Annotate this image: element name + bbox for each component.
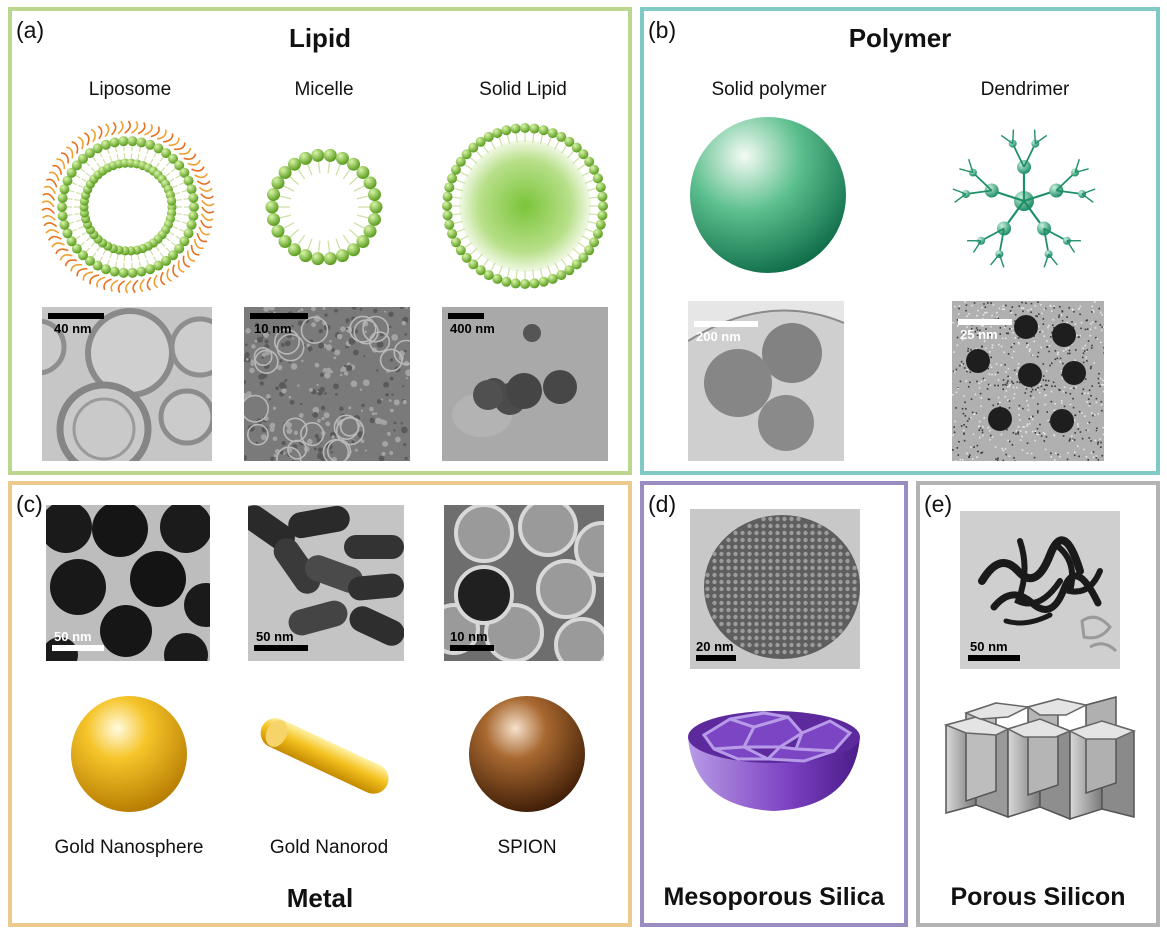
- label-dendrimer: Dendrimer: [980, 79, 1070, 100]
- scale-bar-spion: [450, 645, 494, 651]
- label-solid-polymer: Solid polymer: [711, 79, 827, 100]
- solid-lipid-icon: [442, 123, 608, 289]
- gold-sphere-icon: [70, 695, 188, 813]
- scale-label-porous-silicon: 50 nm: [970, 639, 1008, 654]
- scale-label-spion: 10 nm: [450, 629, 488, 644]
- panel-porous-silicon: (e) 50 nm: [916, 481, 1160, 927]
- liposome-icon: [38, 117, 218, 297]
- dendrimer-icon: [944, 121, 1104, 281]
- panel-label-a: (a): [16, 17, 45, 43]
- scale-label-gold-nanorod: 50 nm: [256, 629, 294, 644]
- scale-bar-solid-lipid: [448, 313, 484, 319]
- label-micelle: Micelle: [294, 79, 354, 100]
- scale-bar-dendrimer: [958, 319, 1012, 325]
- panel-metal: (c) 50 nm: [8, 481, 632, 927]
- panel-label-b: (b): [648, 17, 677, 43]
- label-gold-nanorod: Gold Nanorod: [269, 837, 389, 858]
- panel-title-mesoporous-silica: Mesoporous Silica: [663, 883, 885, 911]
- porous-silicon-honeycomb-icon: [936, 695, 1146, 821]
- label-spion: SPION: [497, 837, 557, 858]
- tem-solid-lipid: 400 nm: [442, 307, 608, 461]
- mesoporous-hemisphere-icon: [684, 703, 864, 813]
- scale-bar-gold-nanosphere: [52, 645, 104, 651]
- scale-label-dendrimer: 25 nm: [960, 327, 998, 342]
- panel-title-polymer: Polymer: [848, 23, 952, 53]
- polymer-sphere-icon: [688, 115, 848, 275]
- scale-label-mesoporous: 20 nm: [696, 639, 734, 654]
- tem-spion: 10 nm: [444, 505, 604, 661]
- scale-bar-solid-polymer: [694, 321, 758, 327]
- label-liposome: Liposome: [88, 79, 172, 100]
- panel-mesoporous-silica: (d) 20 nm Mesoporous Silica: [640, 481, 908, 927]
- scale-bar-porous-silicon: [968, 655, 1020, 661]
- tem-gold-nanorod: 50 nm: [248, 505, 404, 661]
- spion-sphere-icon: [468, 695, 586, 813]
- tem-dendrimer: 25 nm: [952, 301, 1104, 461]
- panel-polymer: (b) Polymer Solid polymer Dendrimer 200 …: [640, 7, 1160, 475]
- scale-bar-liposome: [48, 313, 104, 319]
- panel-label-e: (e): [924, 491, 953, 517]
- scale-bar-gold-nanorod: [254, 645, 308, 651]
- panel-label-d: (d): [648, 491, 677, 517]
- panel-label-c: (c): [16, 491, 43, 517]
- tem-gold-nanosphere: 50 nm: [46, 505, 210, 661]
- scale-bar-micelle: [250, 313, 308, 319]
- scale-bar-mesoporous: [696, 655, 736, 661]
- panel-title-porous-silicon: Porous Silicon: [950, 883, 1126, 911]
- scale-label-micelle: 10 nm: [254, 321, 292, 336]
- tem-liposome: 40 nm: [42, 307, 212, 461]
- tem-solid-polymer: 200 nm: [688, 301, 844, 461]
- label-gold-nanosphere: Gold Nanosphere: [54, 837, 204, 858]
- scale-label-solid-polymer: 200 nm: [696, 329, 741, 344]
- gold-rod-icon: [250, 705, 400, 805]
- tem-micelle: 10 nm: [244, 307, 410, 461]
- scale-label-solid-lipid: 400 nm: [450, 321, 495, 336]
- tem-mesoporous-silica: 20 nm: [690, 509, 860, 669]
- tem-porous-silicon: 50 nm: [960, 511, 1120, 669]
- label-solid-lipid: Solid Lipid: [479, 79, 567, 100]
- panel-title-lipid: Lipid: [288, 23, 352, 53]
- micelle-icon: [264, 147, 384, 267]
- scale-label-gold-nanosphere: 50 nm: [54, 629, 92, 644]
- scale-label-liposome: 40 nm: [54, 321, 92, 336]
- panel-title-metal: Metal: [286, 883, 354, 913]
- panel-lipid: (a) Lipid Liposome Micelle Solid Lipid 4…: [8, 7, 632, 475]
